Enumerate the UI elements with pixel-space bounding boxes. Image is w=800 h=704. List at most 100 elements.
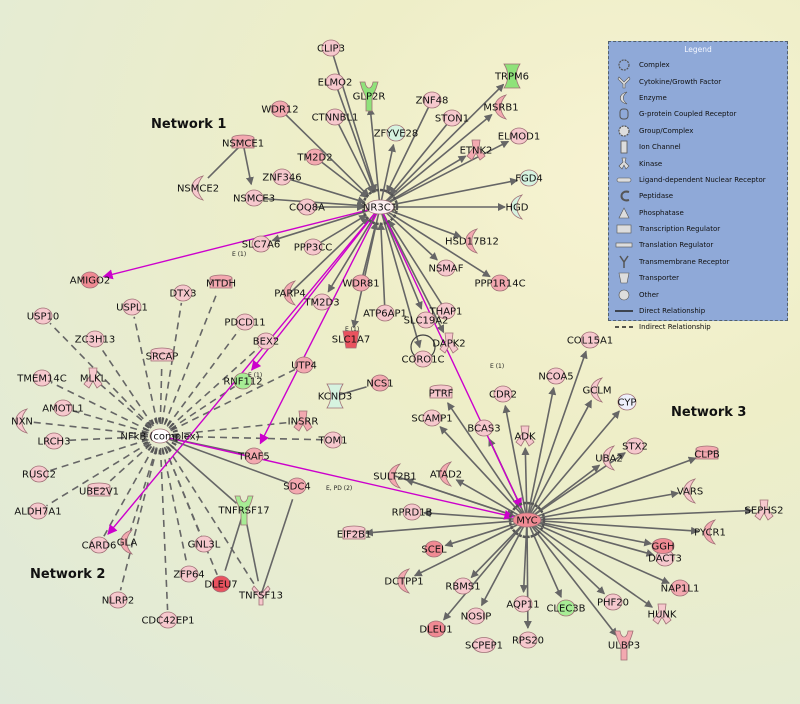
- node-ptrf[interactable]: PTRF: [429, 384, 454, 400]
- node-col15a1[interactable]: COL15A1: [567, 331, 613, 349]
- node-tnfsf13[interactable]: TNFSF13: [238, 585, 283, 606]
- node-hsd17b12[interactable]: HSD17B12: [445, 228, 499, 254]
- node-elmod1[interactable]: ELMOD1: [498, 127, 540, 145]
- node-rprd1b[interactable]: RPRD1B: [392, 503, 433, 521]
- node-nap1l1[interactable]: NAP1L1: [661, 579, 700, 597]
- node-tom1[interactable]: TOM1: [318, 431, 348, 449]
- node-hgd[interactable]: HGD: [506, 194, 529, 220]
- node-stx2[interactable]: STX2: [622, 437, 648, 455]
- node-amigo2[interactable]: AMIGO2: [70, 271, 110, 289]
- node-gclm[interactable]: GCLM: [583, 377, 612, 403]
- node-scel[interactable]: SCEL: [421, 540, 447, 558]
- node-dleu7[interactable]: DLEU7: [204, 575, 238, 593]
- node-atad2[interactable]: ATAD2: [430, 461, 462, 487]
- node-znf48[interactable]: ZNF48: [416, 91, 449, 109]
- node-ctnnbl1[interactable]: CTNNBL1: [312, 108, 359, 126]
- node-pdcd11[interactable]: PDCD11: [224, 313, 266, 331]
- node-rusc2[interactable]: RUSC2: [22, 465, 56, 483]
- hub-nfkb-complex[interactable]: NFkB (complex): [120, 417, 200, 455]
- node-ulbp3[interactable]: ULBP3: [608, 630, 640, 661]
- node-bcas3[interactable]: BCAS3: [467, 419, 501, 437]
- node-clip3[interactable]: CLIP3: [317, 39, 345, 57]
- node-dctpp1[interactable]: DCTPP1: [384, 568, 424, 594]
- node-coro1c[interactable]: CORO1C: [401, 350, 445, 368]
- node-sephs2[interactable]: SEPHS2: [745, 499, 784, 521]
- node-scpep1[interactable]: SCPEP1: [465, 637, 503, 653]
- node-ston1[interactable]: STON1: [435, 109, 469, 127]
- node-nsmce1[interactable]: NSMCE1: [222, 134, 264, 150]
- node-cyp[interactable]: CYP: [618, 393, 637, 411]
- node-trpm6[interactable]: TRPM6: [494, 63, 529, 89]
- node-ggh[interactable]: GGH: [651, 538, 675, 554]
- node-ncs1[interactable]: NCS1: [366, 374, 394, 392]
- node-uspl1[interactable]: USPL1: [116, 298, 148, 316]
- node-phf20[interactable]: PHF20: [597, 593, 629, 611]
- node-sdc4[interactable]: SDC4: [283, 477, 311, 495]
- node-wdr81[interactable]: WDR81: [342, 274, 380, 292]
- node-ppp3cc[interactable]: PPP3CC: [294, 238, 332, 256]
- node-pycr1[interactable]: PYCR1: [694, 519, 726, 545]
- node-vars[interactable]: VARS: [677, 478, 703, 504]
- node-utp4[interactable]: UTP4: [291, 356, 317, 374]
- node-rps20[interactable]: RPS20: [512, 631, 544, 649]
- node-ncoa5[interactable]: NCOA5: [538, 367, 574, 385]
- node-znf346[interactable]: ZNF346: [262, 168, 302, 186]
- node-slc7a6[interactable]: SLC7A6: [242, 235, 280, 253]
- node-cdr2[interactable]: CDR2: [489, 385, 517, 403]
- hub-myc[interactable]: MYC: [508, 501, 546, 539]
- node-wdr12[interactable]: WDR12: [261, 100, 299, 118]
- node-dtx3[interactable]: DTX3: [169, 284, 197, 302]
- node-amotl1[interactable]: AMOTL1: [42, 399, 84, 417]
- node-slc19a2[interactable]: SLC19A2: [404, 311, 449, 329]
- node-hunk[interactable]: HUNK: [648, 603, 677, 625]
- node-clpb[interactable]: CLPB: [694, 445, 720, 461]
- node-dleu1[interactable]: DLEU1: [419, 620, 453, 638]
- node-elmo2[interactable]: ELMO2: [318, 73, 353, 91]
- node-coq8a[interactable]: COQ8A: [289, 198, 325, 216]
- node-uba2[interactable]: UBA2: [595, 445, 623, 471]
- node-glp2r[interactable]: GLP2R: [353, 81, 386, 112]
- node-ube2v1[interactable]: UBE2V1: [79, 482, 119, 498]
- node-tm2d3[interactable]: TM2D3: [303, 293, 340, 311]
- node-lrch3[interactable]: LRCH3: [38, 432, 71, 450]
- node-rbms1[interactable]: RBMS1: [445, 577, 481, 595]
- node-insrr[interactable]: INSRR: [288, 410, 319, 432]
- node-rnf112[interactable]: RNF112: [223, 372, 263, 390]
- node-gnl3l[interactable]: GNL3L: [188, 535, 221, 553]
- node-cdc42ep1[interactable]: CDC42EP1: [141, 611, 195, 629]
- node-nsmaf[interactable]: NSMAF: [428, 259, 464, 277]
- node-zc3h13[interactable]: ZC3H13: [75, 330, 115, 348]
- node-sult2b1[interactable]: SULT2B1: [373, 463, 417, 489]
- node-tnfrsf17[interactable]: TNFRSF17: [217, 495, 270, 526]
- node-traf5[interactable]: TRAF5: [237, 447, 270, 465]
- node-ppp1r14c[interactable]: PPP1R14C: [474, 274, 526, 292]
- node-mlkl[interactable]: MLKL: [80, 367, 107, 389]
- node-nsmce3[interactable]: NSMCE3: [233, 189, 275, 207]
- node-card6[interactable]: CARD6: [82, 536, 117, 554]
- node-aldh7a1[interactable]: ALDH7A1: [14, 502, 62, 520]
- node-etnk2[interactable]: ETNK2: [460, 139, 493, 161]
- node-aqp11[interactable]: AQP11: [506, 595, 540, 613]
- node-fgd4[interactable]: FGD4: [515, 169, 543, 187]
- node-nlrp2[interactable]: NLRP2: [102, 591, 134, 609]
- node-atp6ap1[interactable]: ATP6AP1: [363, 304, 407, 322]
- node-slc1a7[interactable]: SLC1A7: [332, 330, 370, 349]
- node-tmem14c[interactable]: TMEM14C: [16, 369, 67, 387]
- node-dapk2[interactable]: DAPK2: [432, 332, 466, 354]
- node-usp10[interactable]: USP10: [27, 307, 59, 325]
- node-adk[interactable]: ADK: [514, 425, 536, 447]
- node-parp4[interactable]: PARP4: [274, 280, 306, 306]
- node-eif2b1[interactable]: EIF2B1: [337, 525, 372, 541]
- node-srcap[interactable]: SRCAP: [146, 347, 179, 363]
- node-zfp64[interactable]: ZFP64: [173, 565, 205, 583]
- node-msrb1[interactable]: MSRB1: [483, 94, 519, 120]
- node-scamp1[interactable]: SCAMP1: [411, 409, 453, 427]
- node-bex2[interactable]: BEX2: [253, 332, 279, 350]
- node-nosip[interactable]: NOSIP: [461, 607, 492, 625]
- node-clec3b[interactable]: CLEC3B: [546, 599, 586, 617]
- node-thap1[interactable]: THAP1: [429, 302, 463, 320]
- node-kcnd3[interactable]: KCND3: [318, 383, 353, 409]
- node-mtdh[interactable]: MTDH: [206, 274, 236, 290]
- node-nxn[interactable]: NXN: [11, 408, 33, 434]
- node-gla[interactable]: GLA: [117, 529, 138, 555]
